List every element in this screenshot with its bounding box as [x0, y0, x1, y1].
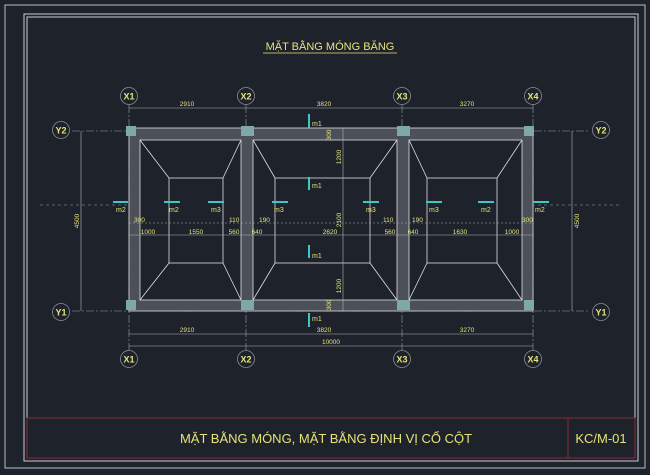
outer-frame	[4, 4, 646, 469]
dim-top-3: 3270	[460, 101, 475, 108]
grid-label-x4-top: X4	[527, 92, 538, 102]
section-mark-2: m2	[169, 207, 179, 214]
grid-label-y2-left: Y2	[55, 126, 66, 136]
dim-row2-7: 640	[408, 229, 419, 236]
section-mark-m1-2: m1	[312, 183, 322, 190]
dim-right: 4500	[574, 213, 581, 228]
sheet-name: MẶT BẰNG MÓNG, MẶT BẰNG ĐỊNH VỊ CỔ CỘT	[180, 431, 472, 446]
sheet-code: KC/M-01	[575, 431, 626, 446]
dim-total: 10000	[322, 339, 340, 346]
grid-label-y1-left: Y1	[55, 308, 66, 318]
inner-frame	[23, 13, 639, 462]
dim-row1-6: 300	[522, 217, 533, 224]
dim-vertical-5: 300	[326, 299, 333, 310]
dim-row2-3: 560	[229, 229, 240, 236]
dim-row2-9: 1000	[505, 229, 520, 236]
grid-bubbles	[52, 87, 610, 368]
dim-top-1: 2910	[180, 101, 195, 108]
grid-label-x3-top: X3	[396, 92, 407, 102]
dim-bottom-3: 3270	[460, 327, 475, 334]
grid-label-y2-right: Y2	[595, 126, 606, 136]
grid-label-x2-top: X2	[240, 92, 251, 102]
dim-vertical-3: 2100	[336, 212, 343, 227]
dim-row2-1: 1000	[141, 229, 156, 236]
section-mark-m1-1: m1	[312, 121, 322, 128]
section-mark-1: m2	[116, 207, 126, 214]
title-block	[26, 417, 636, 459]
dim-row2-8: 1630	[453, 229, 468, 236]
grid-label-y1-right: Y1	[595, 308, 606, 318]
section-mark-8: m2	[535, 207, 545, 214]
dim-row2-2: 1550	[189, 229, 204, 236]
dim-left: 4500	[74, 213, 81, 228]
dim-row1-5: 190	[412, 217, 423, 224]
dim-row2-5: 2620	[323, 229, 338, 236]
section-mark-7: m2	[481, 207, 491, 214]
grid-label-x4-bottom: X4	[527, 355, 538, 365]
grid-label-x1-top: X1	[123, 92, 134, 102]
footing-bays	[139, 139, 523, 301]
section-mark-4: m3	[274, 207, 284, 214]
section-mark-6: m3	[429, 207, 439, 214]
dim-row2-4: 640	[252, 229, 263, 236]
dim-row2-6: 560	[385, 229, 396, 236]
dim-vertical-4: 1200	[336, 278, 343, 293]
drawing-title: MẶT BẰNG MÓNG BĂNG	[266, 40, 395, 53]
section-mark-m1-4: m1	[312, 316, 322, 323]
dim-vertical-2: 1200	[336, 149, 343, 164]
footing-slopes	[139, 139, 523, 301]
section-mark-5: m3	[366, 207, 376, 214]
dim-top-2: 3820	[317, 101, 332, 108]
columns	[126, 126, 534, 310]
grid-label-x1-bottom: X1	[123, 355, 134, 365]
dim-row1-2: 110	[229, 217, 240, 224]
dim-bottom-2: 3820	[317, 327, 332, 334]
grid-label-x2-bottom: X2	[240, 355, 251, 365]
dim-bottom-1: 2910	[180, 327, 195, 334]
section-mark-m1-3: m1	[312, 253, 322, 260]
section-mark-3: m3	[211, 207, 221, 214]
dim-row1-4: 110	[383, 217, 394, 224]
dim-row1-3: 190	[259, 217, 270, 224]
dimension-lines	[80, 107, 573, 347]
dim-vertical-1: 300	[326, 129, 333, 140]
dim-row1-1: 300	[134, 217, 145, 224]
grid-label-x3-bottom: X3	[396, 355, 407, 365]
